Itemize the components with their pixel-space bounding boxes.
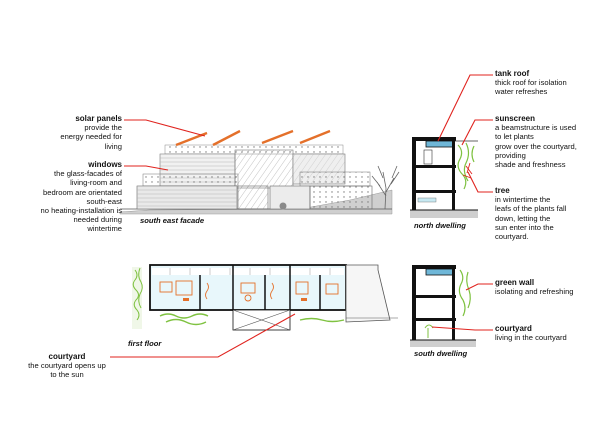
annotation-line: providing xyxy=(495,150,526,160)
annotation-line: to the sun xyxy=(50,370,84,380)
caption-first-floor: first floor xyxy=(128,339,162,348)
north-dwelling-section-drawing xyxy=(410,137,478,218)
windows-annotation: windows the glass-facades of living-room… xyxy=(14,160,122,234)
annotation-title: windows xyxy=(88,160,122,169)
south-east-facade-drawing xyxy=(119,129,400,215)
annotation-line: down, letting the xyxy=(495,213,551,223)
tree-annotation: tree in wintertime the leafs of the plan… xyxy=(495,186,597,241)
tank-roof-annotation: tank roof thick roof for isolation water… xyxy=(495,69,597,97)
annotation-line: in wintertime the xyxy=(495,195,551,205)
annotation-line: the glass-facades of xyxy=(54,169,122,179)
annotation-line: no heating-installation is xyxy=(40,206,122,216)
annotation-line: bedroom are orientated xyxy=(43,187,122,197)
annotation-line: living in the courtyard xyxy=(495,333,567,343)
annotation-line: living-room and xyxy=(70,178,122,188)
annotation-line: a beamstructure is used xyxy=(495,123,577,133)
annotation-line: leafs of the plants fall xyxy=(495,204,567,214)
annotation-line: energy needed for xyxy=(60,132,122,142)
annotation-line: sun enter into the xyxy=(495,222,554,232)
annotation-title: courtyard xyxy=(48,352,86,361)
south-dwelling-section-drawing xyxy=(410,265,476,347)
annotation-title: tree xyxy=(495,186,510,195)
courtyard-plan-annotation: courtyard the courtyard opens up to the … xyxy=(22,352,112,380)
annotation-title: solar panels xyxy=(75,114,122,123)
annotation-line: south-east xyxy=(86,196,122,206)
annotation-line: living xyxy=(104,141,122,151)
annotation-line: grow over the courtyard, xyxy=(495,141,577,151)
annotation-line: isolating and refreshing xyxy=(495,287,574,297)
green-wall-annotation: green wall isolating and refreshing xyxy=(495,278,597,296)
solar-panels-annotation: solar panels provide the energy needed f… xyxy=(14,114,122,151)
caption-south-east-facade: south east facade xyxy=(140,216,205,225)
annotation-line: shade and freshness xyxy=(495,160,566,170)
first-floor-plan-drawing xyxy=(132,264,398,331)
annotation-title: tank roof xyxy=(495,69,530,78)
annotation-line: courtyard. xyxy=(495,232,529,242)
annotation-line: thick roof for isolation xyxy=(495,78,567,88)
annotation-line: the courtyard opens up xyxy=(28,361,106,371)
annotation-title: green wall xyxy=(495,278,535,287)
annotation-title: courtyard xyxy=(495,324,532,333)
courtyard-section-annotation: courtyard living in the courtyard xyxy=(495,324,597,342)
sunscreen-annotation: sunscreen a beamstructure is used to let… xyxy=(495,114,597,169)
annotation-line: wintertime xyxy=(87,224,122,234)
caption-north-dwelling: north dwelling xyxy=(414,221,466,230)
caption-south-dwelling: south dwelling xyxy=(414,349,468,358)
annotation-line: to let plants xyxy=(495,132,534,142)
leader-lines xyxy=(110,74,493,358)
annotation-title: sunscreen xyxy=(495,114,536,123)
annotation-line: provide the xyxy=(84,123,122,133)
annotation-line: needed during xyxy=(73,215,122,225)
annotation-line: water refreshes xyxy=(495,87,548,97)
